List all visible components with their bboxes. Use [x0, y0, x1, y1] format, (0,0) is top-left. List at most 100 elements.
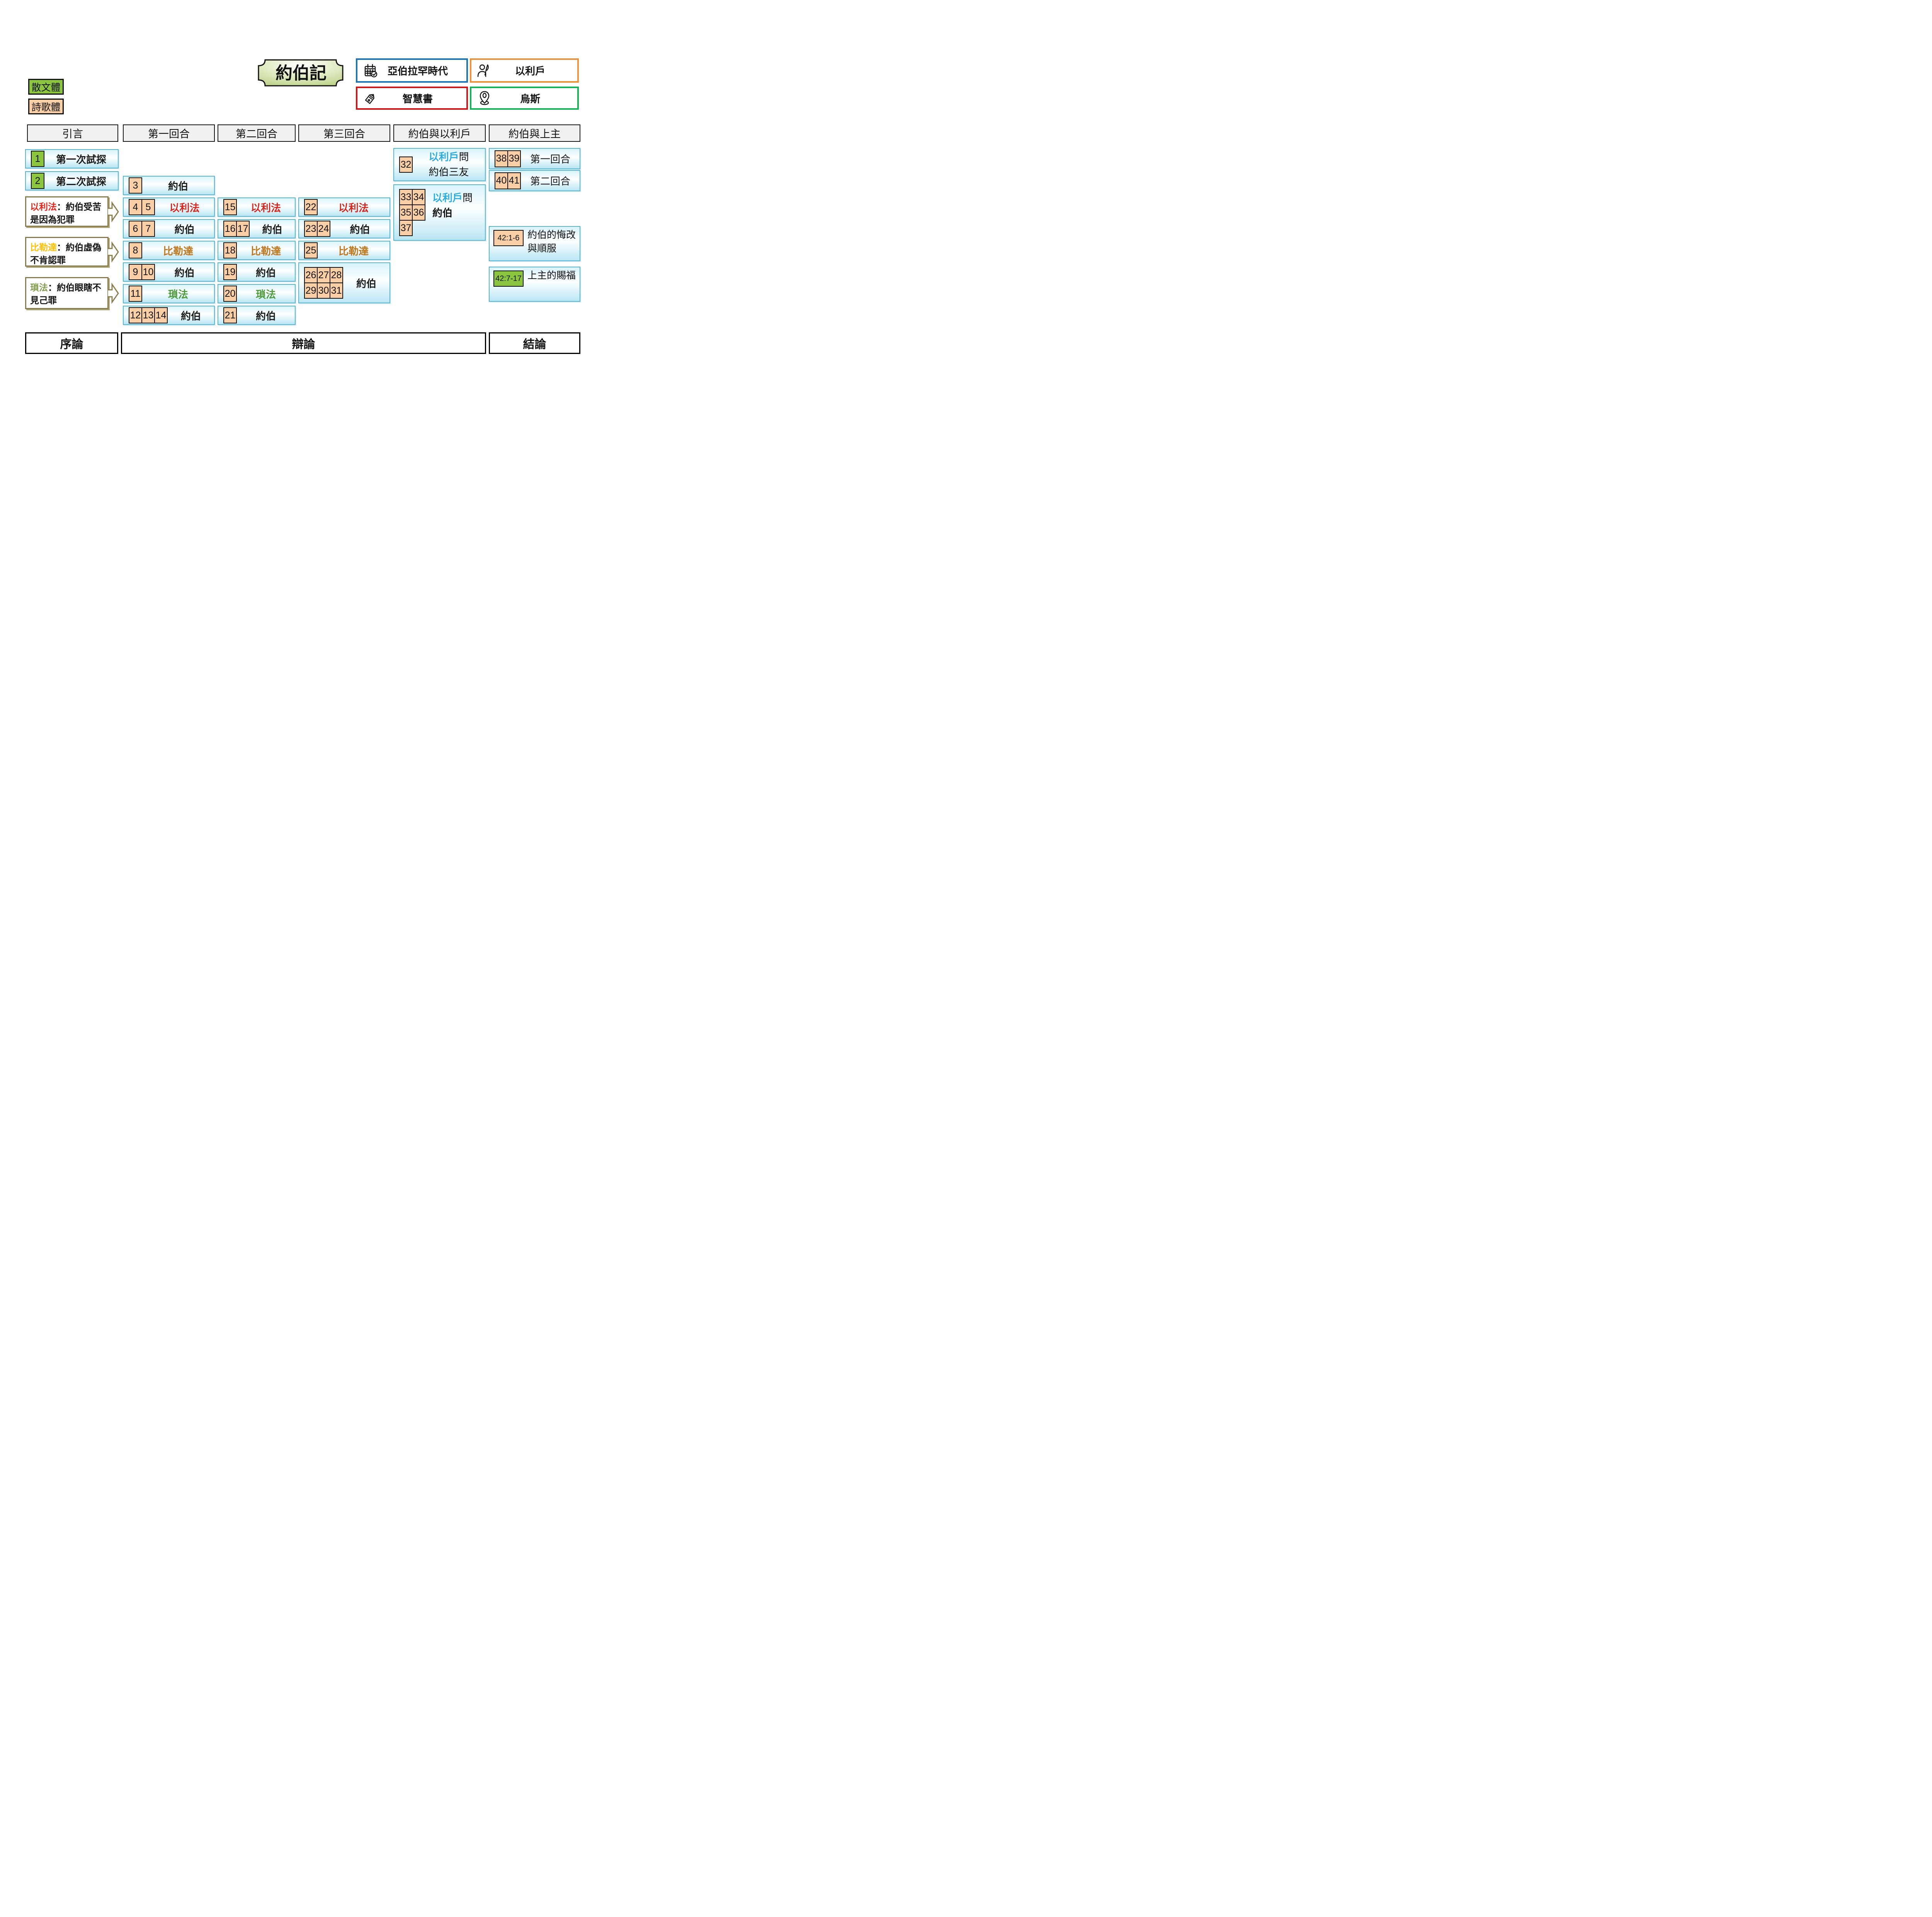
chapter-chip: 36 — [412, 204, 425, 221]
elihu-asks-friends-text: 以利戶問 約伯三友 — [429, 151, 469, 178]
job-repentance-label: 約伯的悔改與順服 — [527, 230, 576, 254]
header-intro: 引言 — [27, 124, 118, 142]
header-round2: 第二回合 — [218, 124, 296, 142]
verse-chip: 42:1-6 — [493, 230, 524, 246]
tag-icon — [365, 94, 374, 104]
footer-debate: 辯論 — [121, 332, 486, 354]
legend-prose: 散文體 — [28, 79, 64, 95]
job-book-structure-diagram: 散文體 詩歌體 約伯記 亞伯拉罕時代 — [0, 0, 597, 422]
badge-elihu: 以利戶 — [470, 58, 579, 83]
chapter-chip: 33 — [399, 189, 413, 205]
chapter-chip: 14 — [154, 307, 168, 323]
chapter-chip: 22 — [304, 199, 318, 215]
speaker-label: 約伯 — [174, 223, 195, 235]
arrow-right-icon — [107, 201, 119, 223]
verse-chip: 42:7-17 — [493, 270, 524, 287]
chapter-chip: 34 — [412, 189, 425, 205]
speaker-label: 約伯 — [255, 267, 276, 279]
chapter-chip: 41 — [507, 172, 521, 189]
page-title-plaque: 約伯記 — [257, 58, 345, 88]
chapter-chip: 26 — [304, 267, 318, 283]
chapter-chip: 5 — [141, 199, 155, 215]
chapter-chip: 15 — [223, 199, 237, 215]
lord-round1-label: 第一回合 — [530, 153, 570, 165]
chapter-chip: 12 — [129, 307, 142, 323]
speaker-label: 約伯 — [356, 277, 376, 289]
arrow-right-icon — [107, 241, 119, 263]
round2-row-ch15: 15 以利法 — [218, 197, 296, 217]
round3-row-ch22: 22 以利法 — [298, 197, 390, 217]
header-round3: 第三回合 — [298, 124, 390, 142]
chapter-chip: 16 — [223, 221, 237, 237]
test-label: 第一次試探 — [56, 153, 106, 165]
intro-test-2: 2 第二次試探 — [25, 171, 119, 191]
chapter-chip: 1 — [31, 151, 44, 167]
callout-bildad: 比勒達：約伯虛偽不肯認罪 — [25, 237, 122, 267]
round1-row-ch8: 8 比勒達 — [123, 241, 215, 260]
callout-zophar-text: 瑣法：約伯眼瞎不見己罪 — [25, 277, 109, 309]
speaker-label: 比勒達 — [163, 245, 193, 257]
speaker-label: 約伯 — [255, 310, 276, 322]
chapter-chip: 29 — [304, 282, 318, 299]
badge-genre: 智慧書 — [356, 87, 468, 110]
round3-row-ch25: 25 比勒達 — [298, 241, 390, 260]
speaker-label: 比勒達 — [250, 245, 281, 257]
chapter-chip: 35 — [399, 204, 413, 221]
arrow-right-icon — [107, 282, 119, 304]
chapter-chip: 18 — [223, 242, 237, 259]
elihu-asks-friends-box: 32 以利戶問 約伯三友 — [393, 148, 486, 181]
round2-row-ch18: 18 比勒達 — [218, 241, 296, 260]
chapter-chip: 30 — [317, 282, 330, 299]
round2-row-ch21: 21 約伯 — [218, 306, 296, 325]
header-job-lord: 約伯與上主 — [489, 124, 580, 142]
job-repentance-box: 42:1-6 約伯的悔改與順服 — [489, 226, 580, 261]
chapter-chip: 32 — [399, 156, 413, 173]
badge-era: 亞伯拉罕時代 — [356, 58, 468, 83]
speaker-label: 約伯 — [180, 310, 201, 322]
footer-prologue: 序論 — [25, 332, 118, 354]
chapter-chip: 20 — [223, 286, 237, 302]
footer-conclusion: 結論 — [489, 332, 580, 354]
speaker-label: 比勒達 — [338, 245, 369, 257]
callout-zophar: 瑣法：約伯眼瞎不見己罪 — [25, 277, 122, 309]
page-title: 約伯記 — [276, 64, 327, 83]
speaker-label: 以利法 — [338, 202, 369, 214]
person-quill-icon — [477, 64, 489, 77]
elihu-asks-job-text: 以利戶問 約伯 — [432, 192, 473, 219]
chapter-chip: 21 — [223, 307, 237, 323]
speaker-label: 約伯 — [168, 180, 188, 192]
test-label: 第二次試探 — [56, 175, 106, 187]
chapter-chip: 2 — [31, 173, 44, 189]
badge-place: 烏斯 — [470, 87, 579, 110]
round2-row-ch19: 19 約伯 — [218, 262, 296, 282]
chapter-chip: 23 — [304, 221, 318, 237]
chapter-chip: 31 — [330, 282, 343, 299]
chapter-chip: 38 — [495, 150, 508, 167]
callout-eliphaz: 以利法：約伯受苦是因為犯罪 — [25, 196, 122, 227]
round1-row-ch3: 3 約伯 — [123, 176, 215, 195]
chapter-chip: 11 — [129, 286, 142, 302]
round2-row-ch20: 20 瑣法 — [218, 284, 296, 303]
plaque-shape — [258, 59, 344, 87]
chapter-chip: 10 — [141, 264, 155, 280]
chapter-chip: 4 — [129, 199, 142, 215]
chapter-chip: 25 — [304, 242, 318, 259]
chapter-chip: 13 — [141, 307, 155, 323]
header-job-elihu: 約伯與以利戶 — [393, 124, 486, 142]
badge-era-label: 亞伯拉罕時代 — [387, 65, 448, 77]
intro-test-1: 1 第一次試探 — [25, 149, 119, 168]
chapter-chip: 39 — [507, 150, 521, 167]
speaker-label: 約伯 — [350, 223, 370, 235]
callout-eliphaz-text: 以利法：約伯受苦是因為犯罪 — [25, 196, 109, 227]
chapter-chip: 9 — [129, 264, 142, 280]
speaker-label: 約伯 — [262, 223, 282, 235]
chapter-chip: 37 — [399, 220, 413, 236]
